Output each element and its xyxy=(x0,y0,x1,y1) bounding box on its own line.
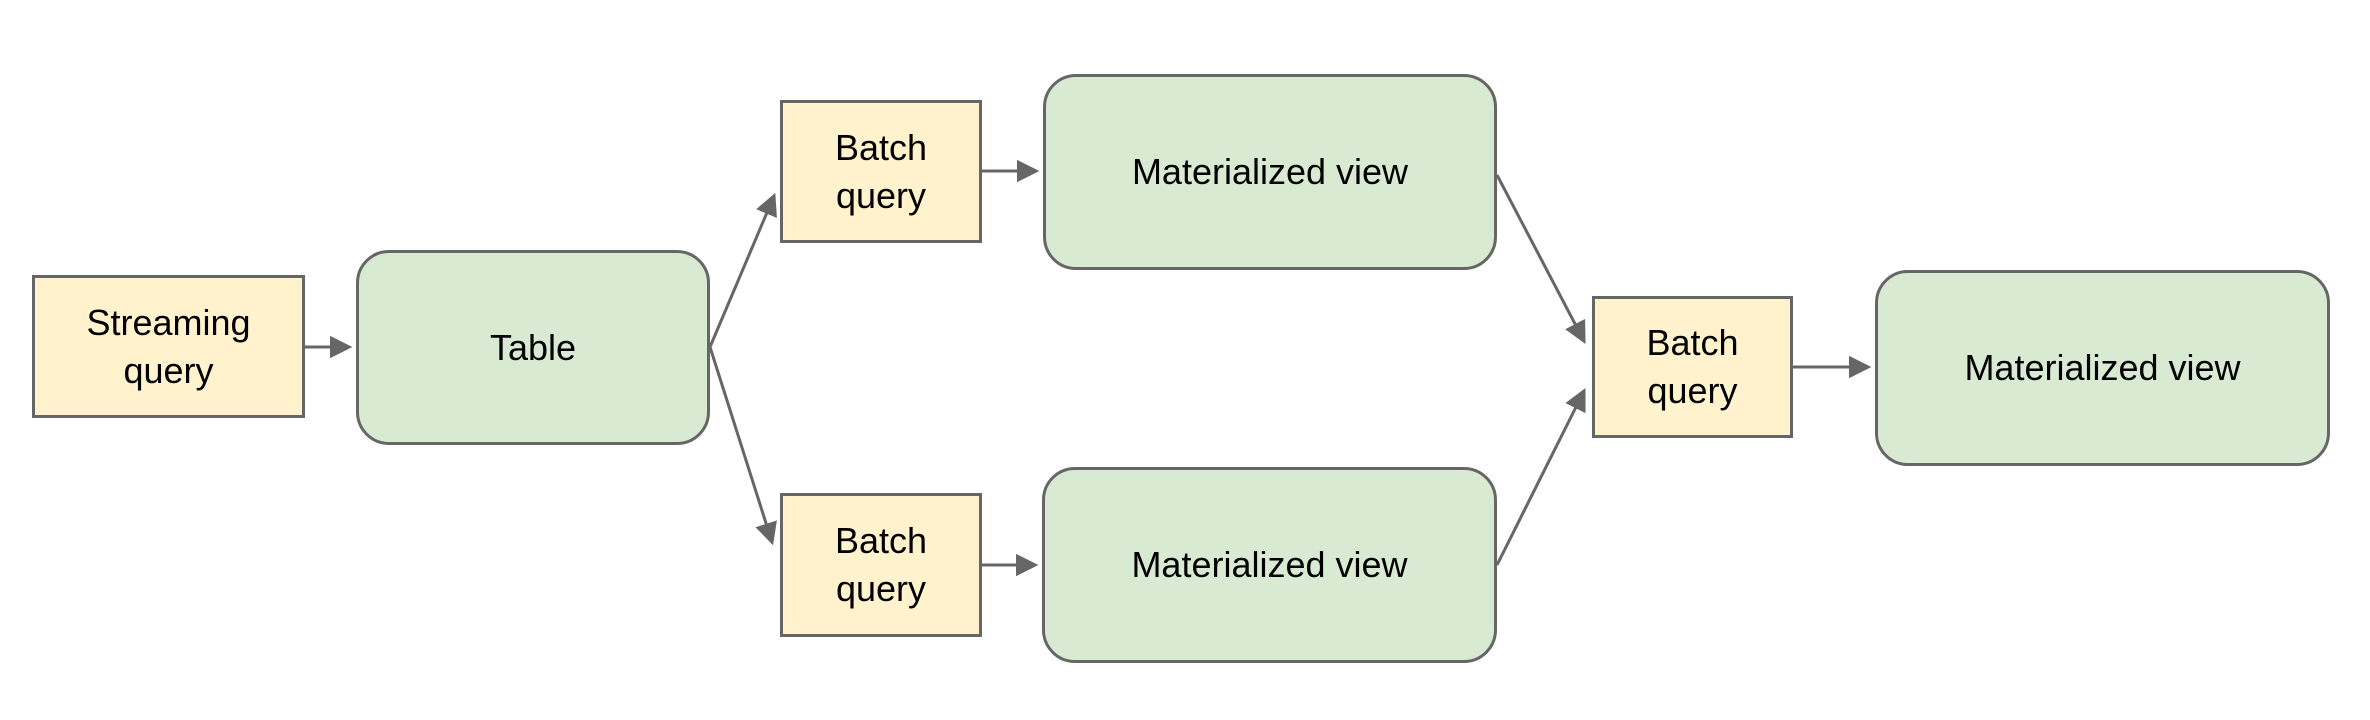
node-materialized-view-bottom: Materialized view xyxy=(1042,467,1497,663)
node-batch-query-right: Batch query xyxy=(1592,296,1793,438)
node-materialized-view-top-label: Materialized view xyxy=(1131,151,1409,193)
edge-table-to-batch-query-top xyxy=(708,192,777,348)
node-materialized-view-top: Materialized view xyxy=(1043,74,1497,270)
node-batch-query-top-label: Batch query xyxy=(834,126,928,216)
node-batch-query-bottom-label: Batch query xyxy=(834,520,928,609)
node-materialized-view-bottom-label: Materialized view xyxy=(1131,544,1408,586)
edge-materialized-view-top-to-batch-query-right xyxy=(1495,174,1586,344)
node-materialized-view-right-label: Materialized view xyxy=(1964,347,2241,389)
node-batch-query-right-label: Batch query xyxy=(1646,322,1739,411)
node-streaming-query-label: Streaming query xyxy=(86,301,251,391)
node-table-label: Table xyxy=(489,326,577,368)
node-table: Table xyxy=(356,250,710,445)
edge-materialized-view-bottom-to-batch-query-right xyxy=(1495,387,1586,566)
node-streaming-query: Streaming query xyxy=(32,275,305,418)
edge-table-to-batch-query-bottom xyxy=(708,346,777,546)
node-materialized-view-right: Materialized view xyxy=(1875,270,2330,466)
node-batch-query-top: Batch query xyxy=(780,100,982,243)
node-batch-query-bottom: Batch query xyxy=(780,493,982,637)
